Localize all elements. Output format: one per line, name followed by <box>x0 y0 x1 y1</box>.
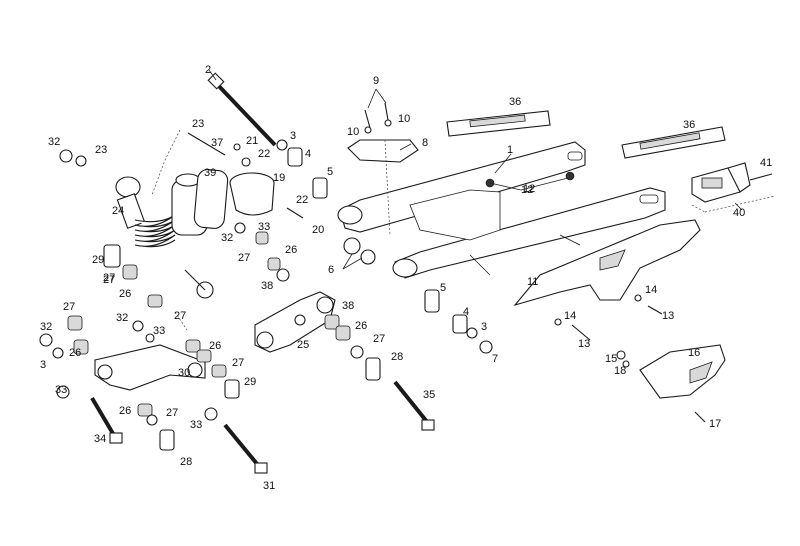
pivot-bolt <box>207 72 277 147</box>
long-bolts <box>90 380 435 474</box>
part-number-label: 16 <box>688 347 700 359</box>
part-number-label: 10 <box>398 113 410 125</box>
part-number-label: 32 <box>40 321 52 333</box>
part-number-label: 32 <box>116 312 128 324</box>
part-number-label: 33 <box>55 384 67 396</box>
part-number-label: 29 <box>92 254 104 266</box>
part-number-label: 4 <box>463 306 469 318</box>
part-number-label: 38 <box>261 280 273 292</box>
part-number-label: 14 <box>564 310 576 322</box>
part-number-label: 25 <box>297 339 309 351</box>
part-number-label: 27 <box>373 333 385 345</box>
part-number-label: 2 <box>205 64 211 76</box>
part-number-label: 27 <box>103 272 115 284</box>
chain-adjuster <box>691 162 776 213</box>
part-number-label: 11 <box>527 276 538 288</box>
swingarm <box>337 141 666 279</box>
part-number-label: 3 <box>481 321 487 333</box>
part-number-label: 26 <box>209 340 221 352</box>
part-number-label: 20 <box>312 224 324 236</box>
bolt-37 <box>187 132 226 156</box>
part-number-label: 33 <box>190 419 202 431</box>
part-number-label: 37 <box>211 137 223 149</box>
part-number-label: 1 <box>507 144 513 156</box>
part-number-label: 24 <box>112 205 124 217</box>
rocker-link <box>254 291 336 353</box>
part-number-label: 3 <box>40 359 46 371</box>
part-number-label: 14 <box>645 284 657 296</box>
part-number-label: 27 <box>166 407 178 419</box>
part-number-label: 9 <box>373 75 379 87</box>
dogbone-link <box>94 344 206 391</box>
part-number-label: 21 <box>246 135 258 147</box>
part-number-label: 13 <box>662 310 674 322</box>
part-number-label: 32 <box>221 232 233 244</box>
part-number-label: 26 <box>119 405 131 417</box>
part-number-label: 5 <box>327 166 333 178</box>
part-number-label: 41 <box>760 157 772 169</box>
part-number-label: 33 <box>153 325 165 337</box>
part-number-label: 33 <box>258 221 270 233</box>
chain-slider <box>639 344 726 423</box>
part-number-label: 26 <box>355 320 367 332</box>
part-number-label: 34 <box>94 433 106 445</box>
part-number-label: 7 <box>492 353 498 365</box>
shock-absorber <box>115 169 229 299</box>
part-number-label: 22 <box>296 194 308 206</box>
part-number-label: 10 <box>347 126 359 138</box>
part-number-label: 17 <box>709 418 721 430</box>
part-number-label: 15 <box>605 353 617 365</box>
part-number-label: 23 <box>192 118 204 130</box>
part-number-label: 31 <box>263 480 275 492</box>
part-number-label: 13 <box>578 338 590 350</box>
rear-plates <box>446 110 726 159</box>
leader-lines <box>208 69 743 270</box>
part-number-label: 30 <box>178 367 190 379</box>
part-number-label: 32 <box>48 136 60 148</box>
part-number-label: 27 <box>174 310 186 322</box>
part-number-label: 19 <box>273 172 285 184</box>
part-number-label: 27 <box>63 301 75 313</box>
part-number-label: 36 <box>509 96 521 108</box>
part-number-label: 8 <box>422 137 428 149</box>
part-number-label: 5 <box>440 282 446 294</box>
reservoir-clamp <box>229 172 275 216</box>
part-number-label: 28 <box>391 351 403 363</box>
part-number-label: 27 <box>238 252 250 264</box>
part-number-label: 36 <box>683 119 695 131</box>
shock-spring <box>134 214 176 248</box>
chain-guard <box>513 219 701 307</box>
part-number-label: 12 <box>523 183 535 195</box>
part-number-label: 22 <box>258 148 270 160</box>
part-number-label: 18 <box>614 365 626 377</box>
part-number-label: 3 <box>290 130 296 142</box>
part-number-label: 4 <box>305 148 311 160</box>
part-number-label: 28 <box>180 456 192 468</box>
part-number-label: 26 <box>119 288 131 300</box>
part-number-label: 40 <box>733 207 745 219</box>
part-number-label: 38 <box>342 300 354 312</box>
part-number-label: 29 <box>244 376 256 388</box>
part-number-label: 23 <box>95 144 107 156</box>
part-number-label: 6 <box>328 264 334 276</box>
part-number-label: 39 <box>204 167 216 179</box>
part-number-label: 27 <box>103 274 115 286</box>
small-parts <box>39 102 663 451</box>
part-number-label: 27 <box>232 357 244 369</box>
part-number-label: 35 <box>423 389 435 401</box>
part-number-label: 26 <box>69 347 81 359</box>
dashed-leaders <box>151 129 391 331</box>
part-number-label: 12 <box>521 184 533 196</box>
part-number-label: 26 <box>285 244 297 256</box>
